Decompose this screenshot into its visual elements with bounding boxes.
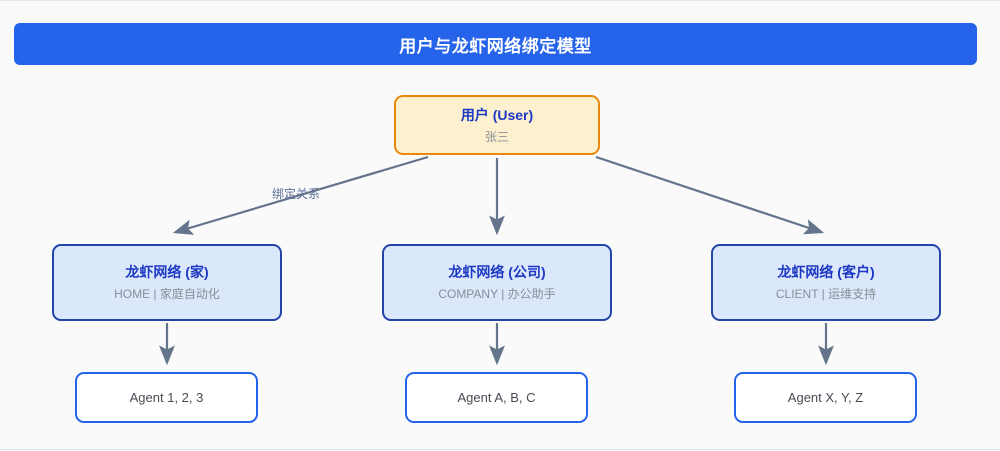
edge-user-to-client <box>595 155 825 235</box>
node-user-subtitle: 张三 <box>484 129 509 144</box>
edge-label-binding: 绑定关系 <box>272 187 321 201</box>
node-network-company-title: 龙虾网络 (公司) <box>448 264 546 280</box>
node-network-company[interactable]: 龙虾网络 (公司) COMPANY | 办公助手 <box>382 244 612 321</box>
node-user[interactable]: 用户 (User) 张三 <box>394 95 600 155</box>
node-network-home-title: 龙虾网络 (家) <box>125 264 209 280</box>
node-network-client-title: 龙虾网络 (客户) <box>777 264 875 280</box>
node-agent-company[interactable]: Agent A, B, C <box>405 372 588 423</box>
diagram-title-banner: 用户与龙虾网络绑定模型 <box>14 23 977 65</box>
node-agent-client-label: Agent X, Y, Z <box>787 390 864 405</box>
node-agent-home-label: Agent 1, 2, 3 <box>129 390 204 405</box>
node-network-home[interactable]: 龙虾网络 (家) HOME | 家庭自动化 <box>52 244 282 321</box>
node-agent-company-label: Agent A, B, C <box>457 390 536 405</box>
node-network-company-subtitle: COMPANY | 办公助手 <box>438 287 556 301</box>
node-network-client-subtitle: CLIENT | 运维支持 <box>775 287 877 301</box>
node-network-client[interactable]: 龙虾网络 (客户) CLIENT | 运维支持 <box>711 244 941 321</box>
node-user-title: 用户 (User) <box>460 106 534 123</box>
node-network-home-subtitle: HOME | 家庭自动化 <box>114 287 220 301</box>
node-agent-home[interactable]: Agent 1, 2, 3 <box>75 372 258 423</box>
page-title: 用户与龙虾网络绑定模型 <box>399 36 592 56</box>
node-agent-client[interactable]: Agent X, Y, Z <box>734 372 917 423</box>
